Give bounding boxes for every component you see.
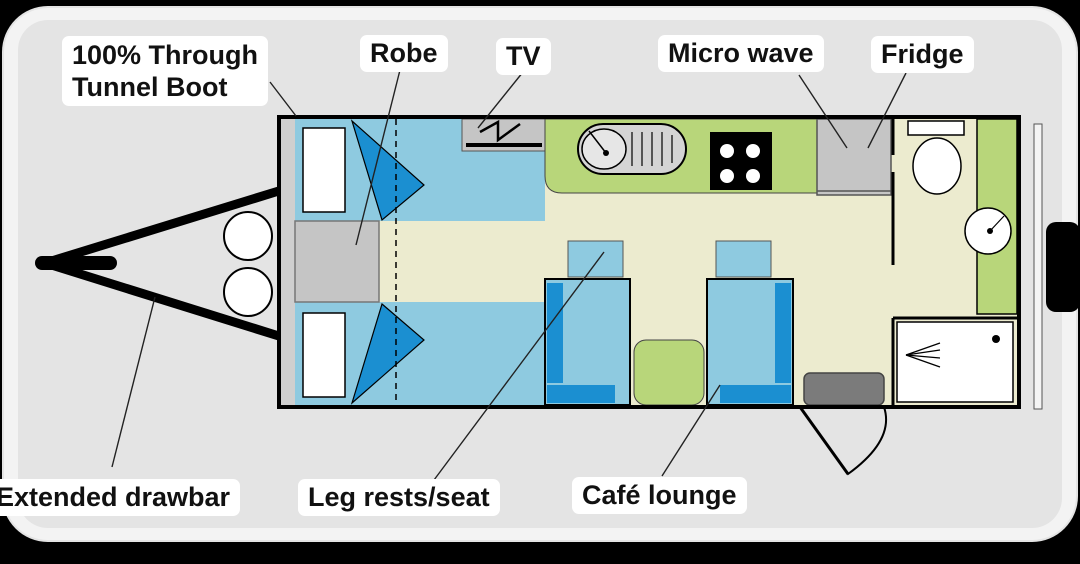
pillow [302,312,346,398]
tunnel-boot [281,119,295,405]
label-leg-rests: Leg rests/seat [298,479,500,516]
seat-back [715,240,772,278]
toilet [912,137,962,195]
leg-rest-cushion [350,119,425,222]
spare-wheel [1046,222,1080,312]
outer-wall [277,115,1021,409]
label-microwave: Micro wave [658,35,824,72]
label-tunnel-boot-line2: Tunnel Boot [72,72,228,102]
label-tunnel-boot: 100% Through Tunnel Boot [62,36,269,106]
leg-rest-cushion [350,302,425,405]
toilet-cistern [907,120,965,136]
label-drawbar: Extended drawbar [0,479,241,516]
drawbar [35,185,284,342]
entry-door [799,406,888,476]
cafe-table [633,339,705,406]
fridge-microwave-unit [816,118,892,196]
robe-cabinet [294,220,380,303]
rear-bar [1033,123,1043,410]
label-tunnel-boot-line1: 100% Through [72,40,259,70]
gas-bottle [223,267,273,317]
shower [896,321,1014,403]
seat-back [567,240,624,278]
label-tv: TV [496,38,551,75]
leader-lines [111,69,907,481]
cooktop [710,132,772,190]
label-fridge: Fridge [871,36,974,73]
label-robe: Robe [360,35,448,72]
pillow [302,127,346,213]
entry-step [803,372,885,406]
label-cafe-lounge: Café lounge [572,477,747,514]
gas-bottle [223,211,273,261]
